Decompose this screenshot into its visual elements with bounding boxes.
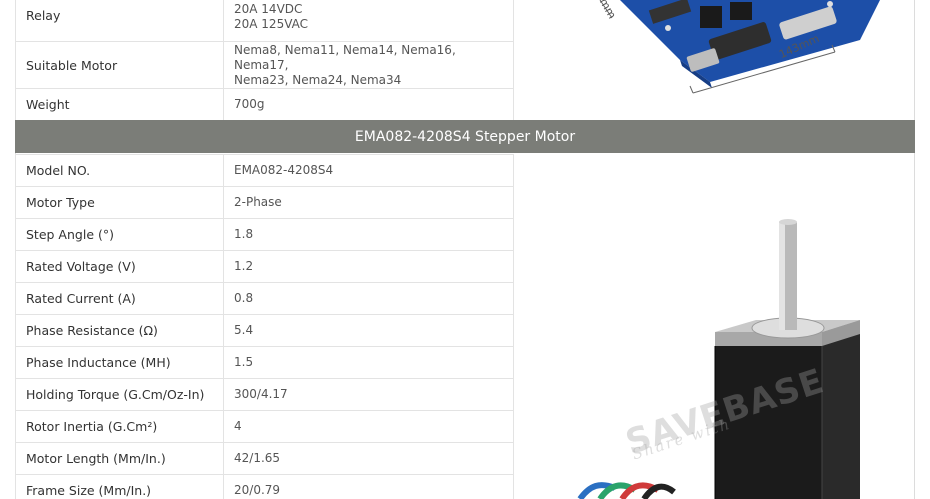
spec-value: EMA082-4208S4 [223, 154, 514, 187]
spec-value: 1.8 [223, 218, 514, 251]
spec-value: 700g [223, 88, 514, 121]
spec-value: 4 [223, 410, 514, 443]
section-title: EMA082-4208S4 Stepper Motor [15, 120, 915, 153]
table-row: Model NO. EMA082-4208S4 [15, 154, 514, 187]
motor-spec-table: Model NO. EMA082-4208S4 Motor Type 2-Pha… [15, 154, 514, 499]
table-row: Rated Current (A) 0.8 [15, 282, 514, 315]
spec-value-line: Nema8, Nema11, Nema14, Nema16, Nema17, [234, 42, 456, 72]
spec-value: 5.4 [223, 314, 514, 347]
spec-key: Rated Voltage (V) [15, 250, 224, 283]
stepper-motor-image [577, 219, 860, 499]
spec-value: 300/4.17 [223, 378, 514, 411]
spec-key: Model NO. [15, 154, 224, 187]
spec-value: 20/0.79 [223, 474, 514, 499]
table-row: Relay 20A 14VDC 20A 125VAC [15, 0, 514, 42]
table-row: Phase Inductance (MH) 1.5 [15, 346, 514, 379]
spec-key: Relay [15, 0, 224, 42]
table-row: Frame Size (Mm/In.) 20/0.79 [15, 474, 514, 499]
table-row: Motor Type 2-Phase [15, 186, 514, 219]
spec-value-line: 20A 125VAC [234, 17, 309, 31]
spec-value: 42/1.65 [223, 442, 514, 475]
controller-board-image [599, 0, 880, 94]
table-row: Motor Length (Mm/In.) 42/1.65 [15, 442, 514, 475]
spec-key: Step Angle (°) [15, 218, 224, 251]
table-row: Weight 700g [15, 88, 514, 121]
spec-key: Rotor Inertia (G.Cm²) [15, 410, 224, 443]
spec-value: 1.2 [223, 250, 514, 283]
spec-key: Motor Type [15, 186, 224, 219]
controller-spec-table: Relay 20A 14VDC 20A 125VAC Suitable Moto… [15, 0, 514, 121]
table-row: Step Angle (°) 1.8 [15, 218, 514, 251]
spec-value: 2-Phase [223, 186, 514, 219]
spec-value-line: Nema23, Nema24, Nema34 [234, 72, 402, 87]
spec-key: Motor Length (Mm/In.) [15, 442, 224, 475]
spec-key: Suitable Motor [15, 41, 224, 89]
table-row: Rotor Inertia (G.Cm²) 4 [15, 410, 514, 443]
spec-key: Phase Resistance (Ω) [15, 314, 224, 347]
spec-value: 20A 14VDC 20A 125VAC [223, 0, 514, 42]
spec-value-line: 20A 14VDC [234, 2, 303, 16]
frame-right-border [914, 0, 915, 499]
spec-key: Weight [15, 88, 224, 121]
spec-value: 1.5 [223, 346, 514, 379]
table-row: Phase Resistance (Ω) 5.4 [15, 314, 514, 347]
spec-key: Rated Current (A) [15, 282, 224, 315]
spec-key: Holding Torque (G.Cm/Oz-In) [15, 378, 224, 411]
spec-value: 0.8 [223, 282, 514, 315]
spec-key: Frame Size (Mm/In.) [15, 474, 224, 499]
spec-value: Nema8, Nema11, Nema14, Nema16, Nema17, N… [223, 41, 514, 89]
spec-key: Phase Inductance (MH) [15, 346, 224, 379]
table-row: Suitable Motor Nema8, Nema11, Nema14, Ne… [15, 41, 514, 89]
table-row: Rated Voltage (V) 1.2 [15, 250, 514, 283]
table-row: Holding Torque (G.Cm/Oz-In) 300/4.17 [15, 378, 514, 411]
